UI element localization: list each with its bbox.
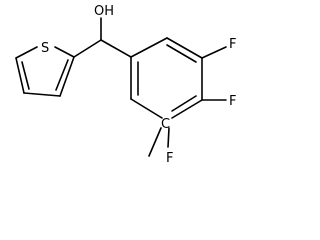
- ring-bond-c1-c2: [130, 37, 168, 58]
- fluorine-top-label: F: [229, 37, 236, 52]
- fluorine-bottom-label: F: [166, 151, 173, 166]
- bond-c5-f-bottom: [167, 127, 170, 148]
- ring-bond-c2-c3: [166, 37, 203, 59]
- hydroxyl-label: OH: [94, 4, 114, 19]
- bond-c3-f-top: [201, 46, 227, 59]
- bond-c5-methyl: [148, 127, 162, 157]
- bond-c-thiophene: [73, 39, 102, 58]
- thiophene-bond-c3-c2: [59, 56, 75, 97]
- ring-bond-c4-c5: [171, 99, 203, 119]
- thiophene-bond-c4-c3: [23, 92, 61, 97]
- thiophene-double-c3-c2: [55, 59, 69, 91]
- ring-double-c2-c3: [166, 44, 197, 63]
- thiophene-double-c5-c4: [21, 61, 30, 90]
- ring-bond-c5-c6: [130, 98, 163, 119]
- carbon-label: C: [161, 117, 170, 132]
- ring-double-c4-c5: [171, 95, 197, 112]
- sulfur-label: S: [41, 41, 49, 56]
- chemical-structure-canvas: OH S F F C F: [15, 4, 236, 166]
- molecule-diagram: OH S F F C F: [15, 4, 236, 166]
- fluorine-middle-label: F: [229, 94, 236, 109]
- thiophene-bond-c2-s: [54, 46, 75, 58]
- thiophene-bond-c5-c4: [15, 57, 25, 94]
- bond-c-benzene: [100, 39, 132, 58]
- thiophene-bond-s-c5: [15, 46, 38, 59]
